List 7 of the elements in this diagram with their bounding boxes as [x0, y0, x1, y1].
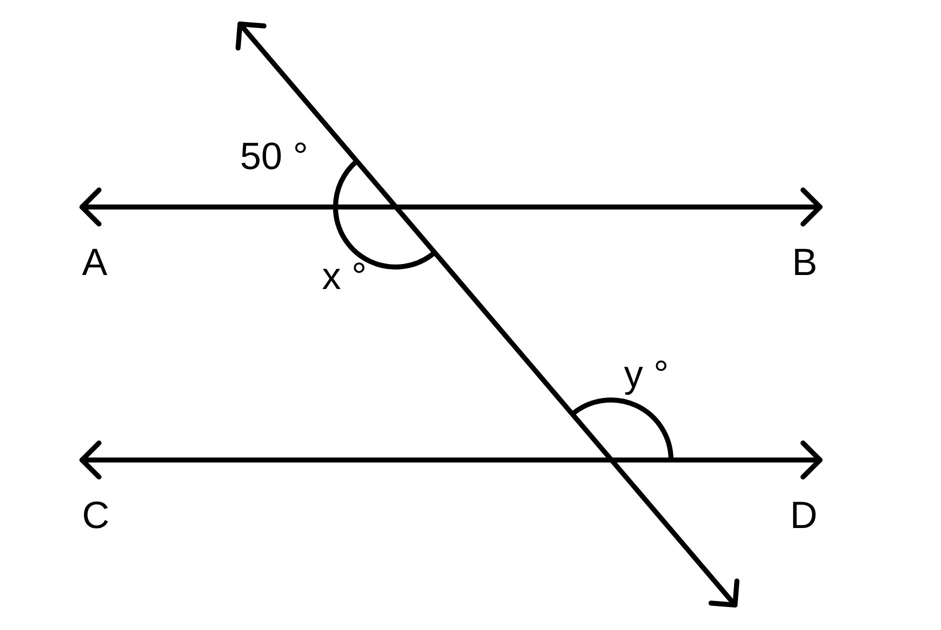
angle-label: y °: [624, 356, 669, 394]
point-label: B: [792, 244, 818, 282]
angle-label: 50 °: [240, 138, 308, 176]
angle-label: x °: [322, 258, 367, 296]
point-label: C: [82, 497, 110, 535]
point-label: A: [82, 244, 108, 282]
point-label: D: [790, 497, 818, 535]
